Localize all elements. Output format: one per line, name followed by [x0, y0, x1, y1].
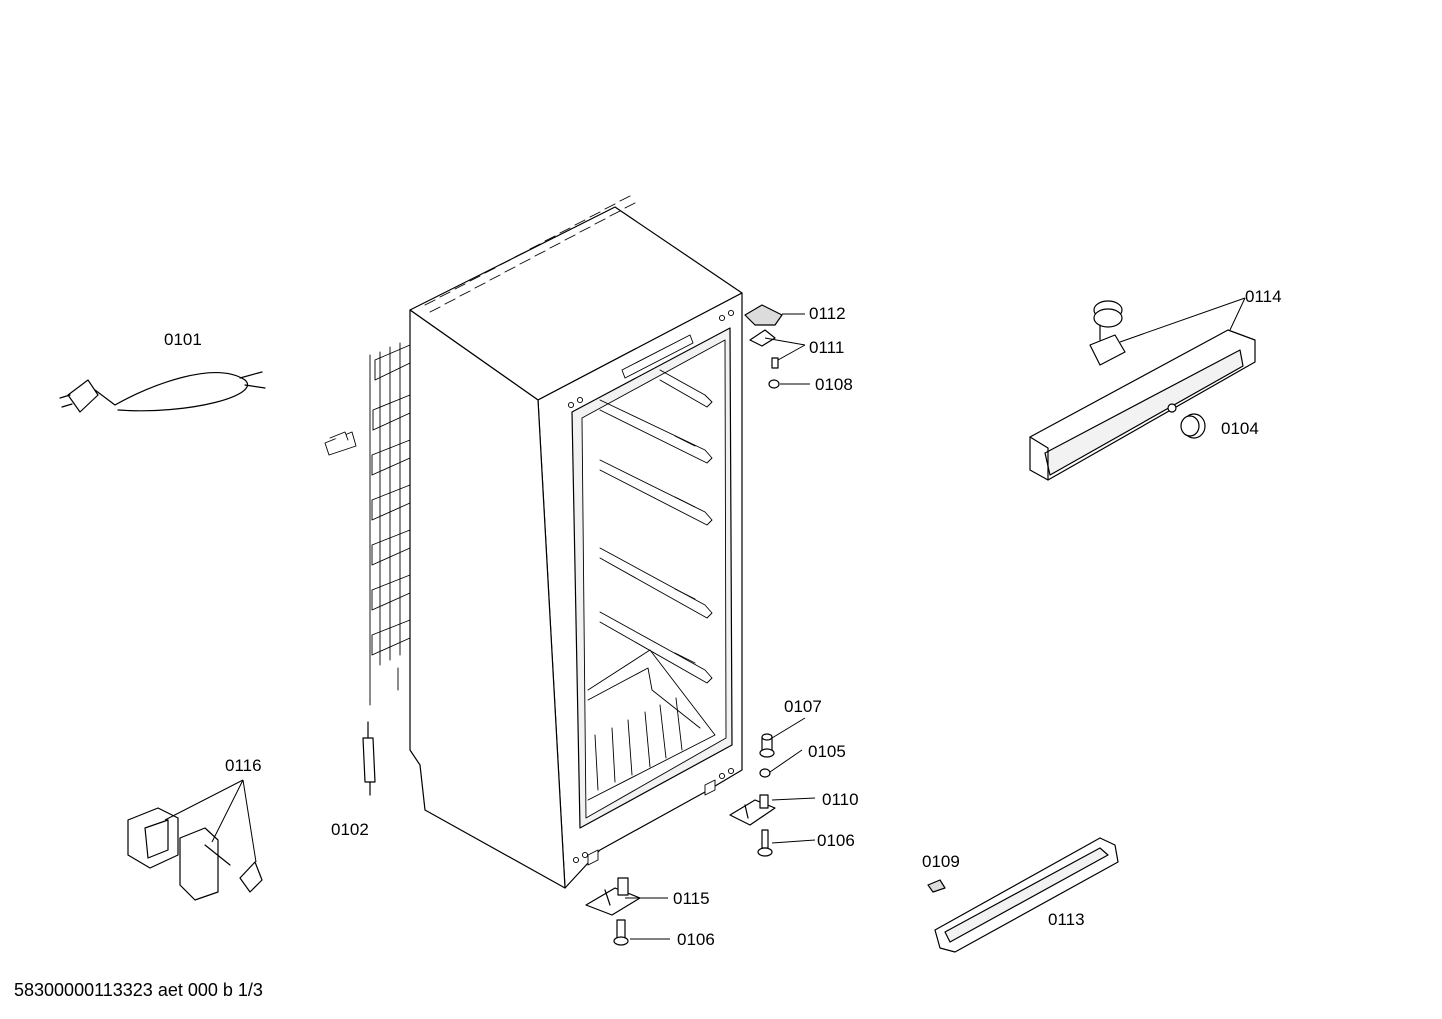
label-cord: 0101: [164, 330, 202, 349]
condenser-coil: [369, 342, 411, 706]
hinge-pin: [749, 329, 779, 369]
part-labels: 0101 0102 0104 0105 0106 0106 0107 0108 …: [164, 287, 1282, 949]
control-panel: [1029, 329, 1256, 481]
power-cord: [59, 371, 266, 413]
label-bushing: 0107: [784, 697, 822, 716]
door-handle: [934, 837, 1119, 953]
hinge-right: [729, 794, 776, 826]
relay-kit: [127, 807, 263, 901]
hinge-nut: [768, 379, 780, 389]
foot-screw-right: [757, 829, 773, 857]
label-foot-bottom: 0106: [677, 930, 715, 949]
label-cover-cap: 0109: [922, 852, 960, 871]
hinge-washer: [759, 768, 771, 778]
hinge-bushing: [759, 733, 775, 758]
leader-lines: [164, 297, 1246, 940]
coil-bracket: [324, 431, 357, 456]
cover-cap: [927, 879, 946, 893]
label-washer: 0105: [808, 742, 846, 761]
label-foot-right: 0106: [817, 831, 855, 850]
label-relay-kit: 0116: [225, 756, 262, 775]
label-capillary: 0102: [331, 820, 369, 839]
label-top-hinge-cover: 0112: [809, 304, 846, 323]
label-pin: 0111: [809, 338, 844, 357]
thermostat-knob: [1180, 413, 1206, 439]
foot-screw-bottom: [613, 919, 629, 946]
label-handle: 0113: [1048, 910, 1085, 929]
label-control-panel: 0114: [1245, 287, 1282, 306]
capillary-drier: [362, 721, 376, 796]
document-footer-id: 58300000113323 aet 000 b 1/3: [14, 980, 263, 1000]
top-hinge-cover: [744, 304, 783, 326]
thermostat: [1089, 300, 1126, 366]
fridge-cabinet: [409, 195, 743, 889]
hinge-bottom: [585, 877, 641, 916]
label-nut: 0108: [815, 375, 853, 394]
label-knob: 0104: [1221, 419, 1259, 438]
label-hinge-bottom: 0115: [673, 889, 710, 908]
label-hinge-right: 0110: [822, 790, 859, 809]
